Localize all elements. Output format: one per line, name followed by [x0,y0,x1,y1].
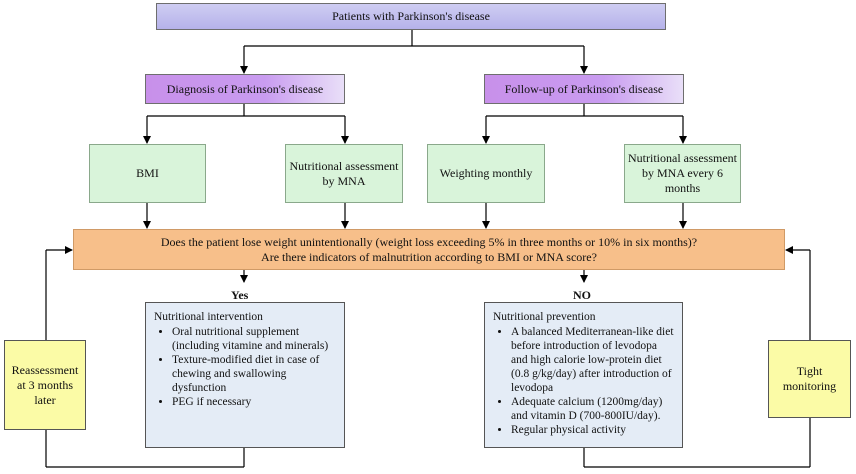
nutritional-intervention-box: Nutritional intervention Oral nutritiona… [145,302,345,448]
prevention-item: Regular physical activity [511,423,674,437]
question-line-1: Does the patient lose weight unintention… [160,234,698,249]
followup-box: Follow-up of Parkinson's disease [484,74,684,104]
prevention-list: A balanced Mediterranean-like diet befor… [493,325,674,437]
prevention-item: Adequate calcium (1200mg/day) and vitami… [511,395,674,423]
weight-loss-question-box: Does the patient lose weight unintention… [73,229,785,270]
diagnosis-box: Diagnosis of Parkinson's disease [145,74,345,104]
prevention-item: A balanced Mediterranean-like diet befor… [511,325,674,395]
bmi-box: BMI [89,144,206,203]
reassessment-box: Reassessment at 3 months later [4,340,86,430]
intervention-item: Oral nutritional supplement (including v… [172,325,336,353]
prevention-title: Nutritional prevention [493,311,596,323]
nutritional-prevention-box: Nutritional prevention A balanced Medite… [484,302,683,448]
tight-monitoring-box: Tight monitoring [768,340,851,418]
mna-box: Nutritional assessment by MNA [285,144,403,203]
patients-box: Patients with Parkinson's disease [156,3,666,30]
mna-6-months-box: Nutritional assessment by MNA every 6 mo… [624,144,741,203]
intervention-list: Oral nutritional supplement (including v… [154,325,336,409]
weighting-box: Weighting monthly [427,144,545,203]
no-label: NO [573,288,591,302]
question-line-2: Are there indicators of malnutrition acc… [261,249,597,264]
intervention-item: PEG if necessary [172,395,336,409]
intervention-item: Texture-modified diet in case of chewing… [172,353,336,395]
yes-label: Yes [231,288,249,302]
intervention-title: Nutritional intervention [154,311,263,323]
